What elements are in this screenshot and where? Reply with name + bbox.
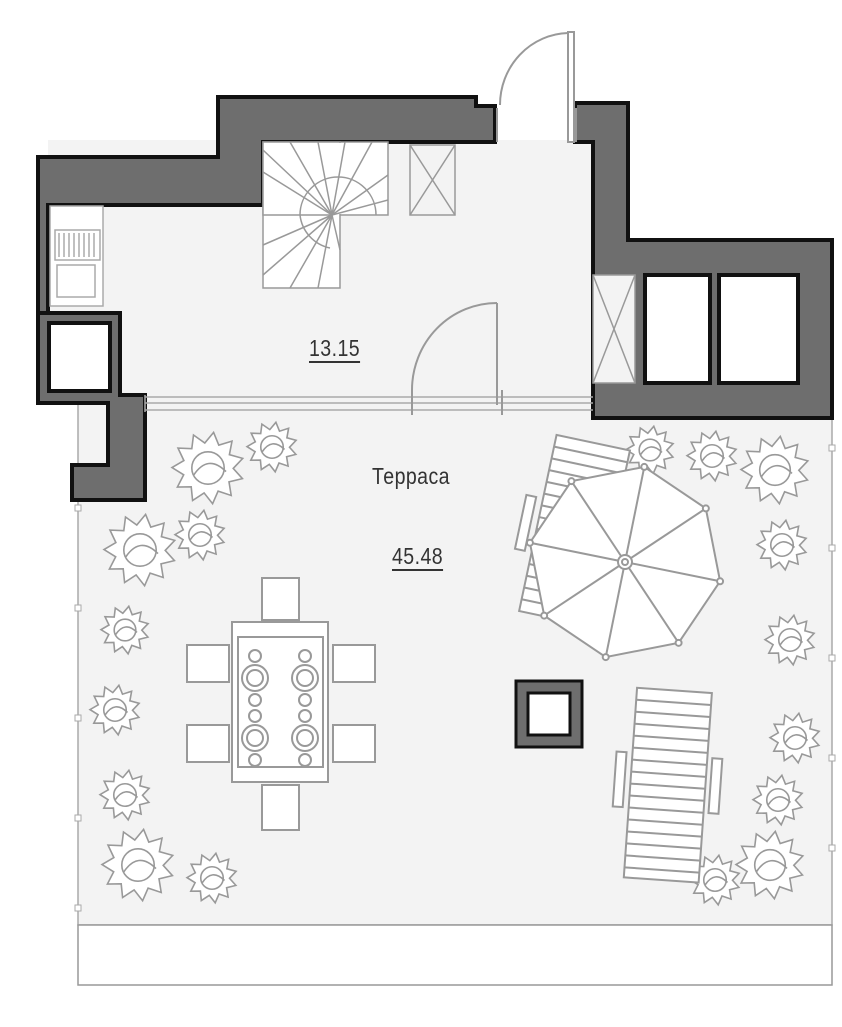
terrace-railing — [74, 444, 836, 912]
plant-icon — [734, 829, 805, 901]
dining-set — [186, 577, 376, 831]
plants — [88, 420, 821, 907]
lounger-slat — [624, 866, 700, 874]
lounger-slat — [632, 746, 708, 754]
railing-post — [74, 814, 82, 822]
plant-icon — [170, 430, 245, 506]
plant-icon — [685, 429, 738, 483]
lounger-slat — [629, 794, 705, 802]
stair-tread — [331, 214, 341, 251]
sun-lounger-bottom — [611, 686, 724, 884]
plant-icon — [245, 420, 298, 474]
stair-tread — [262, 214, 333, 246]
stair-tread — [262, 149, 333, 216]
plant-icon — [98, 768, 151, 822]
shaft-left — [47, 321, 112, 393]
lounger-slat — [631, 770, 707, 778]
parasol-rib — [570, 480, 626, 563]
stair-tread — [331, 141, 373, 216]
spiral-staircase — [262, 141, 389, 289]
plant-icon — [185, 851, 238, 905]
railing-post — [828, 844, 836, 852]
stair-tread — [289, 214, 333, 289]
parasol-rib — [624, 507, 707, 563]
lounger-slat — [551, 457, 626, 475]
plant-icon — [173, 508, 226, 562]
interior-area-label: 13.15 — [309, 335, 361, 361]
plant-icon — [688, 853, 741, 907]
railing-post — [828, 444, 836, 452]
parasol — [525, 462, 725, 662]
place-setting — [291, 709, 319, 767]
plant-icon — [99, 604, 150, 656]
parasol-rib — [604, 561, 626, 658]
shaft-crossed — [409, 144, 456, 216]
parasol-rib — [624, 561, 721, 583]
place-setting — [291, 649, 319, 707]
utility-niche — [592, 274, 636, 384]
railing-post — [74, 904, 82, 912]
lounger-slat — [633, 734, 709, 742]
plant-icon — [763, 613, 816, 667]
railing-post — [828, 654, 836, 662]
lounger-slat — [636, 698, 712, 707]
railing-post — [828, 754, 836, 762]
lounger-slat — [625, 854, 701, 862]
place-setting — [241, 649, 269, 707]
lounger-slat — [626, 830, 702, 838]
lounger-slat — [626, 842, 702, 850]
lounger-slat — [630, 782, 706, 790]
chimney-inner — [526, 691, 572, 737]
parasol-rib — [624, 561, 680, 644]
plant-icon — [755, 518, 808, 572]
terrace-parapet — [77, 924, 833, 986]
plant-icon — [751, 773, 804, 827]
lounger-slat — [628, 806, 704, 814]
glazed-wall — [144, 395, 593, 412]
shaft-right-1 — [643, 273, 712, 385]
plant-icon — [768, 711, 821, 765]
stair-tread — [331, 141, 346, 216]
plant-icon — [100, 827, 175, 903]
railing-post — [828, 544, 836, 552]
parasol-rib — [624, 466, 646, 563]
shaft-right-2 — [717, 273, 800, 385]
parasol-rib — [529, 541, 626, 563]
terrace-name-label: Терраса — [372, 463, 450, 489]
railing-post — [74, 714, 82, 722]
stair-tread — [331, 174, 389, 216]
place-setting — [241, 709, 269, 767]
plant-icon — [624, 424, 675, 476]
plant-icon — [88, 683, 141, 737]
lounger-slat — [627, 818, 703, 826]
lounger-slat — [635, 710, 711, 718]
railing-post — [74, 604, 82, 612]
stair-tread — [289, 141, 333, 216]
railing-post — [74, 504, 82, 512]
entrance-door[interactable] — [496, 31, 577, 143]
kitchen-unit — [49, 205, 104, 307]
stair-tread — [317, 141, 333, 216]
stair-tread — [317, 214, 333, 289]
parasol-rib — [543, 561, 626, 617]
lounger-slat — [631, 758, 707, 766]
stair-tread — [262, 171, 333, 216]
terrace-area-label: 45.48 — [392, 543, 444, 569]
stair-tread — [331, 199, 389, 216]
plant-icon — [739, 434, 810, 506]
plant-icon — [102, 512, 177, 588]
lounger-slat — [553, 445, 628, 464]
terrace-door[interactable] — [411, 302, 503, 415]
stair-tread — [262, 214, 333, 276]
lounger-slat — [634, 722, 710, 730]
